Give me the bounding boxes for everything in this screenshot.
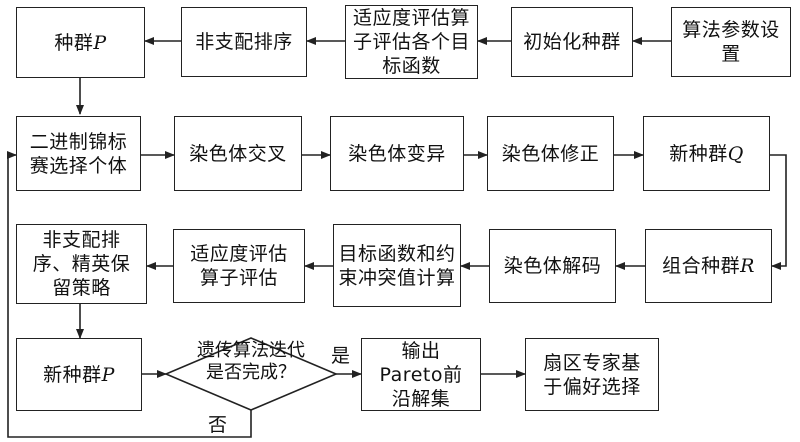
fitness-eval-box: 适应度评估算子评估各个目标函数 xyxy=(345,5,478,79)
decision-label: 遗传算法迭代是否完成？ xyxy=(197,340,305,383)
fitness-eval-2-box: 适应度评估算子评估 xyxy=(173,229,305,303)
nds-elite-label: 非支配排序、精英保留策略 xyxy=(32,229,131,299)
nds-box: 非支配排序 xyxy=(181,7,307,77)
combined-population-label: 组合种群R xyxy=(662,255,755,277)
population-p-box: 种群P xyxy=(16,7,145,78)
population-q-box: 新种群Q xyxy=(643,116,770,191)
repair-label: 染色体修正 xyxy=(501,142,600,165)
expert-selection-label: 扇区专家基于偏好选择 xyxy=(543,351,641,398)
init-population-label: 初始化种群 xyxy=(523,31,621,53)
new-population-p-label: 新种群P xyxy=(43,363,115,386)
arrow-no-loop xyxy=(7,151,252,438)
decision-no-label: 否 xyxy=(208,414,228,436)
mutation-label: 染色体变异 xyxy=(348,142,446,165)
tournament-selection-box: 二进制锦标赛选择个体 xyxy=(16,116,141,191)
population-p-label: 种群P xyxy=(54,31,107,54)
crossover-box: 染色体交叉 xyxy=(174,116,302,191)
objectives-label: 目标函数和约束冲突值计算 xyxy=(338,242,456,289)
nds-elite-box: 非支配排序、精英保留策略 xyxy=(16,224,147,304)
expert-selection-box: 扇区专家基于偏好选择 xyxy=(525,338,659,411)
population-q-label: 新种群Q xyxy=(669,142,744,165)
decision-diamond xyxy=(163,337,339,411)
fitness-eval-2-label: 适应度评估算子评估 xyxy=(190,243,288,289)
new-population-p-box: 新种群P xyxy=(16,338,142,411)
algorithm-params-box: 算法参数设置 xyxy=(671,7,791,77)
init-population-box: 初始化种群 xyxy=(511,7,633,77)
algorithm-params-label: 算法参数设置 xyxy=(682,19,780,65)
decode-box: 染色体解码 xyxy=(489,229,616,303)
crossover-label: 染色体交叉 xyxy=(189,142,287,165)
mutation-box: 染色体变异 xyxy=(330,116,464,191)
fitness-eval-label: 适应度评估算子评估各个目标函数 xyxy=(352,7,470,77)
objectives-box: 目标函数和约束冲突值计算 xyxy=(333,224,461,307)
decode-label: 染色体解码 xyxy=(503,255,602,277)
repair-box: 染色体修正 xyxy=(487,116,614,191)
output-pareto-box: 输出Pareto前沿解集 xyxy=(361,338,481,411)
arrow-popQ-combined xyxy=(770,154,787,270)
nds-label: 非支配排序 xyxy=(195,31,293,53)
decision-yes-label: 是 xyxy=(331,345,351,367)
output-pareto-label: 输出Pareto前沿解集 xyxy=(379,339,463,410)
combined-population-box: 组合种群R xyxy=(645,229,772,303)
tournament-selection-label: 二进制锦标赛选择个体 xyxy=(29,130,128,177)
